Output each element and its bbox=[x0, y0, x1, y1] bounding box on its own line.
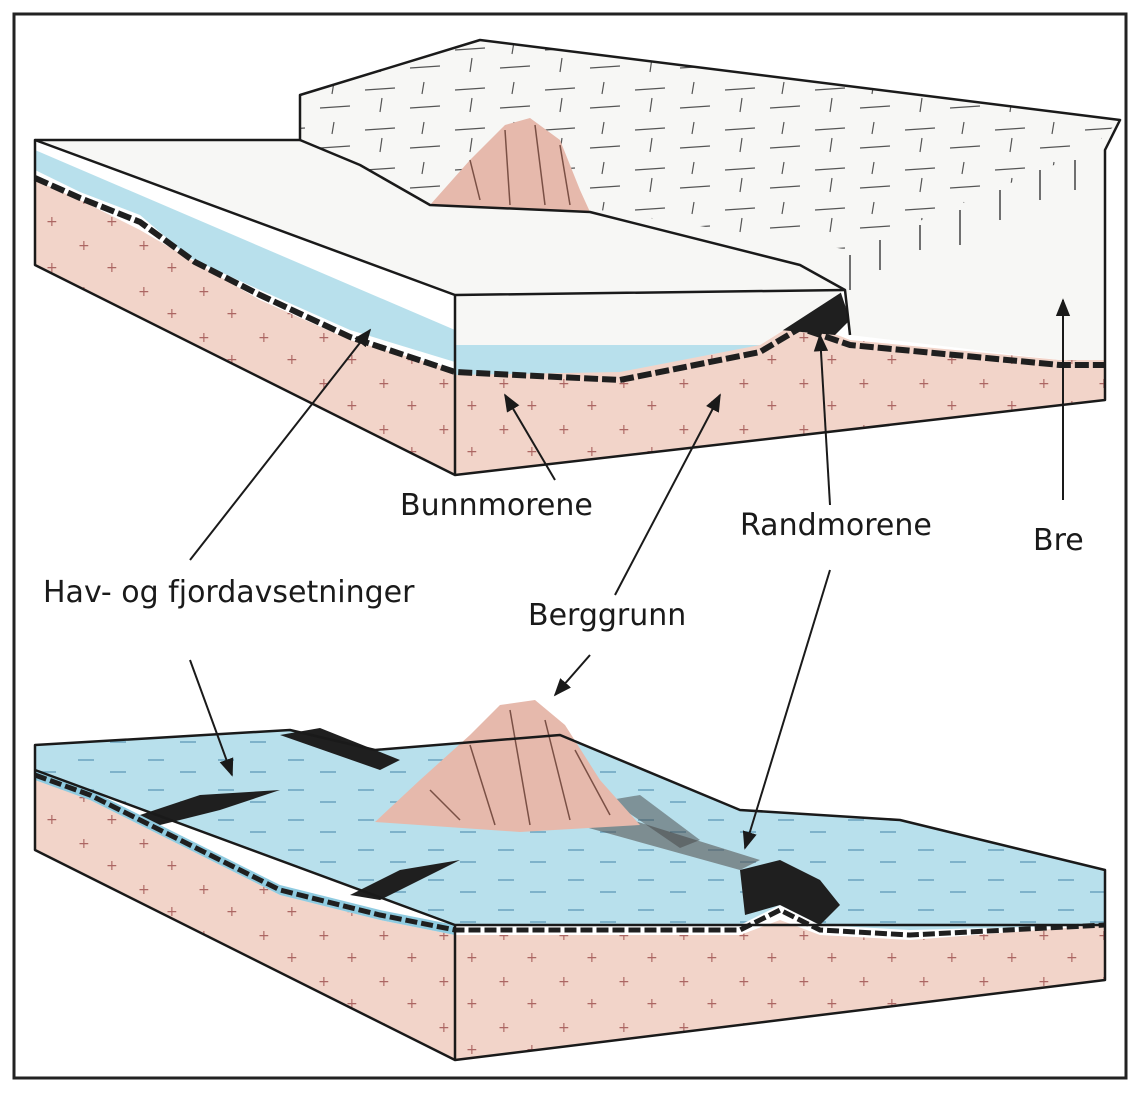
label-randmorene: Randmorene bbox=[740, 508, 932, 543]
label-bunnmorene: Bunnmorene bbox=[400, 488, 593, 523]
label-hav-og-fjordavsetninger: Hav- og fjordavsetninger bbox=[43, 575, 415, 610]
label-bre: Bre bbox=[1033, 523, 1084, 558]
label-berggrunn: Berggrunn bbox=[528, 598, 686, 633]
